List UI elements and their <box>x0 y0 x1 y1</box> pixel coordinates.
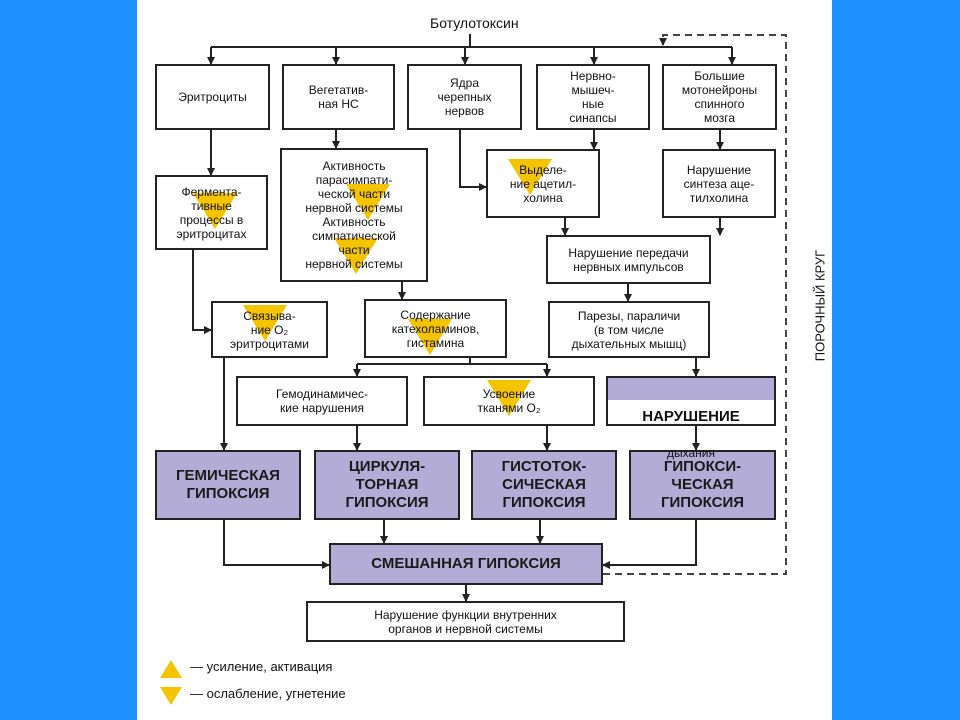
box-catecholamines: Содержание катехоламинов, гистамина <box>364 299 507 358</box>
arrow-hemic-mixed <box>223 520 330 569</box>
box-enzymatic-processes: Фермента- тивные процессы в эритроцитах <box>155 175 268 250</box>
box-cranial-nuclei: Ядра черепных нервов <box>407 64 522 130</box>
breathing-band <box>608 378 774 400</box>
box-motoneurons: Большие мотонейроны спинного мозга <box>662 64 777 130</box>
legend-up-triangle-icon <box>160 660 182 678</box>
box-ach-release: Выделе- ние ацетил- холина <box>486 149 600 218</box>
box-organ-dysfunction: Нарушение функции внутренних органов и н… <box>306 601 625 642</box>
decrease-marker <box>334 238 378 274</box>
decrease-marker <box>408 319 452 355</box>
box-hemodynamic: Гемодинамичес- кие нарушения <box>236 376 408 426</box>
box-ns-activity: Активность парасимпати- ческой части нер… <box>280 148 428 282</box>
box-breathing-disorder: НАРУШЕНИЕ дыхания <box>606 376 776 460</box>
box-mixed-hypoxia: СМЕШАННАЯ ГИПОКСИЯ <box>329 543 603 585</box>
vicious-circle-label: ПОРОЧНЫЙ КРУГ <box>812 249 828 362</box>
legend-down-label: — ослабление, угнетение <box>190 686 346 701</box>
box-vegetative-ns: Вегетатив- ная НС <box>282 64 395 130</box>
vicious-circle-loop <box>603 34 787 575</box>
box-hemic-hypoxia: ГЕМИЧЕСКАЯ ГИПОКСИЯ <box>155 450 301 520</box>
breathing-title: НАРУШЕНИЕ <box>642 408 740 425</box>
arrow-cranial-release <box>459 130 487 191</box>
decrease-marker <box>243 305 287 341</box>
arrow-enzymatic-binding <box>192 250 212 334</box>
legend-up-label: — усиление, активация <box>190 659 333 674</box>
box-o2-uptake: Усвоение тканями O₂ <box>423 376 595 426</box>
arrow-hypoxic-mixed <box>602 520 697 569</box>
decrease-marker <box>346 184 390 220</box>
box-histotoxic-hypoxia: ГИСТОТОК- СИЧЕСКАЯ ГИПОКСИЯ <box>471 450 617 520</box>
box-hypoxic-hypoxia: ГИПОКСИ- ЧЕСКАЯ ГИПОКСИЯ <box>629 450 776 520</box>
box-ach-synthesis: Нарушение синтеза аце- тилхолина <box>662 149 776 218</box>
decrease-marker <box>508 159 552 195</box>
box-o2-binding: Связыва- ние O₂ эритроцитами <box>211 301 328 358</box>
box-paresis: Парезы, параличи (в том числе дыхательны… <box>548 301 710 358</box>
box-impulse-transmission: Нарушение передачи нервных импульсов <box>546 235 711 284</box>
decrease-marker <box>487 380 531 416</box>
box-erythrocytes: Эритроциты <box>155 64 270 130</box>
breathing-subtitle: дыхания <box>667 446 715 460</box>
decrease-marker <box>193 193 237 229</box>
diagram-title: Ботулотоксин <box>430 15 519 31</box>
box-neuromuscular-synapses: Нервно- мышеч- ные синапсы <box>536 64 650 130</box>
legend-down-triangle-icon <box>160 687 182 705</box>
box-circulatory-hypoxia: ЦИРКУЛЯ- ТОРНАЯ ГИПОКСИЯ <box>314 450 460 520</box>
